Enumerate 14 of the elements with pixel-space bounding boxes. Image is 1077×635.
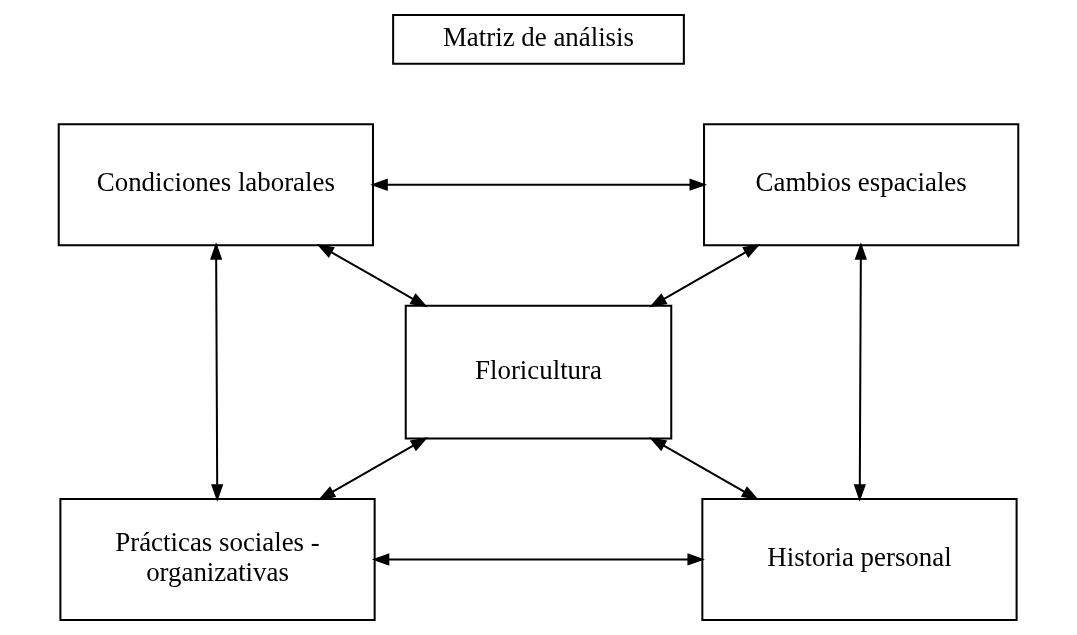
arrow	[317, 437, 428, 501]
arrow	[649, 243, 761, 308]
node-box: Historia personal	[701, 498, 1018, 621]
arrow	[649, 437, 760, 501]
node-box: Matriz de análisis	[392, 14, 685, 65]
arrow	[316, 243, 428, 308]
node-box: Cambios espaciales	[703, 123, 1020, 247]
node-box: Condiciones laborales	[57, 123, 374, 247]
node-box: Prácticas sociales - organizativas	[59, 498, 376, 621]
node-box: Floricultura	[404, 304, 673, 440]
arrow	[210, 242, 224, 502]
arrow	[853, 242, 867, 502]
arrow	[371, 553, 705, 566]
arrow	[370, 178, 707, 191]
